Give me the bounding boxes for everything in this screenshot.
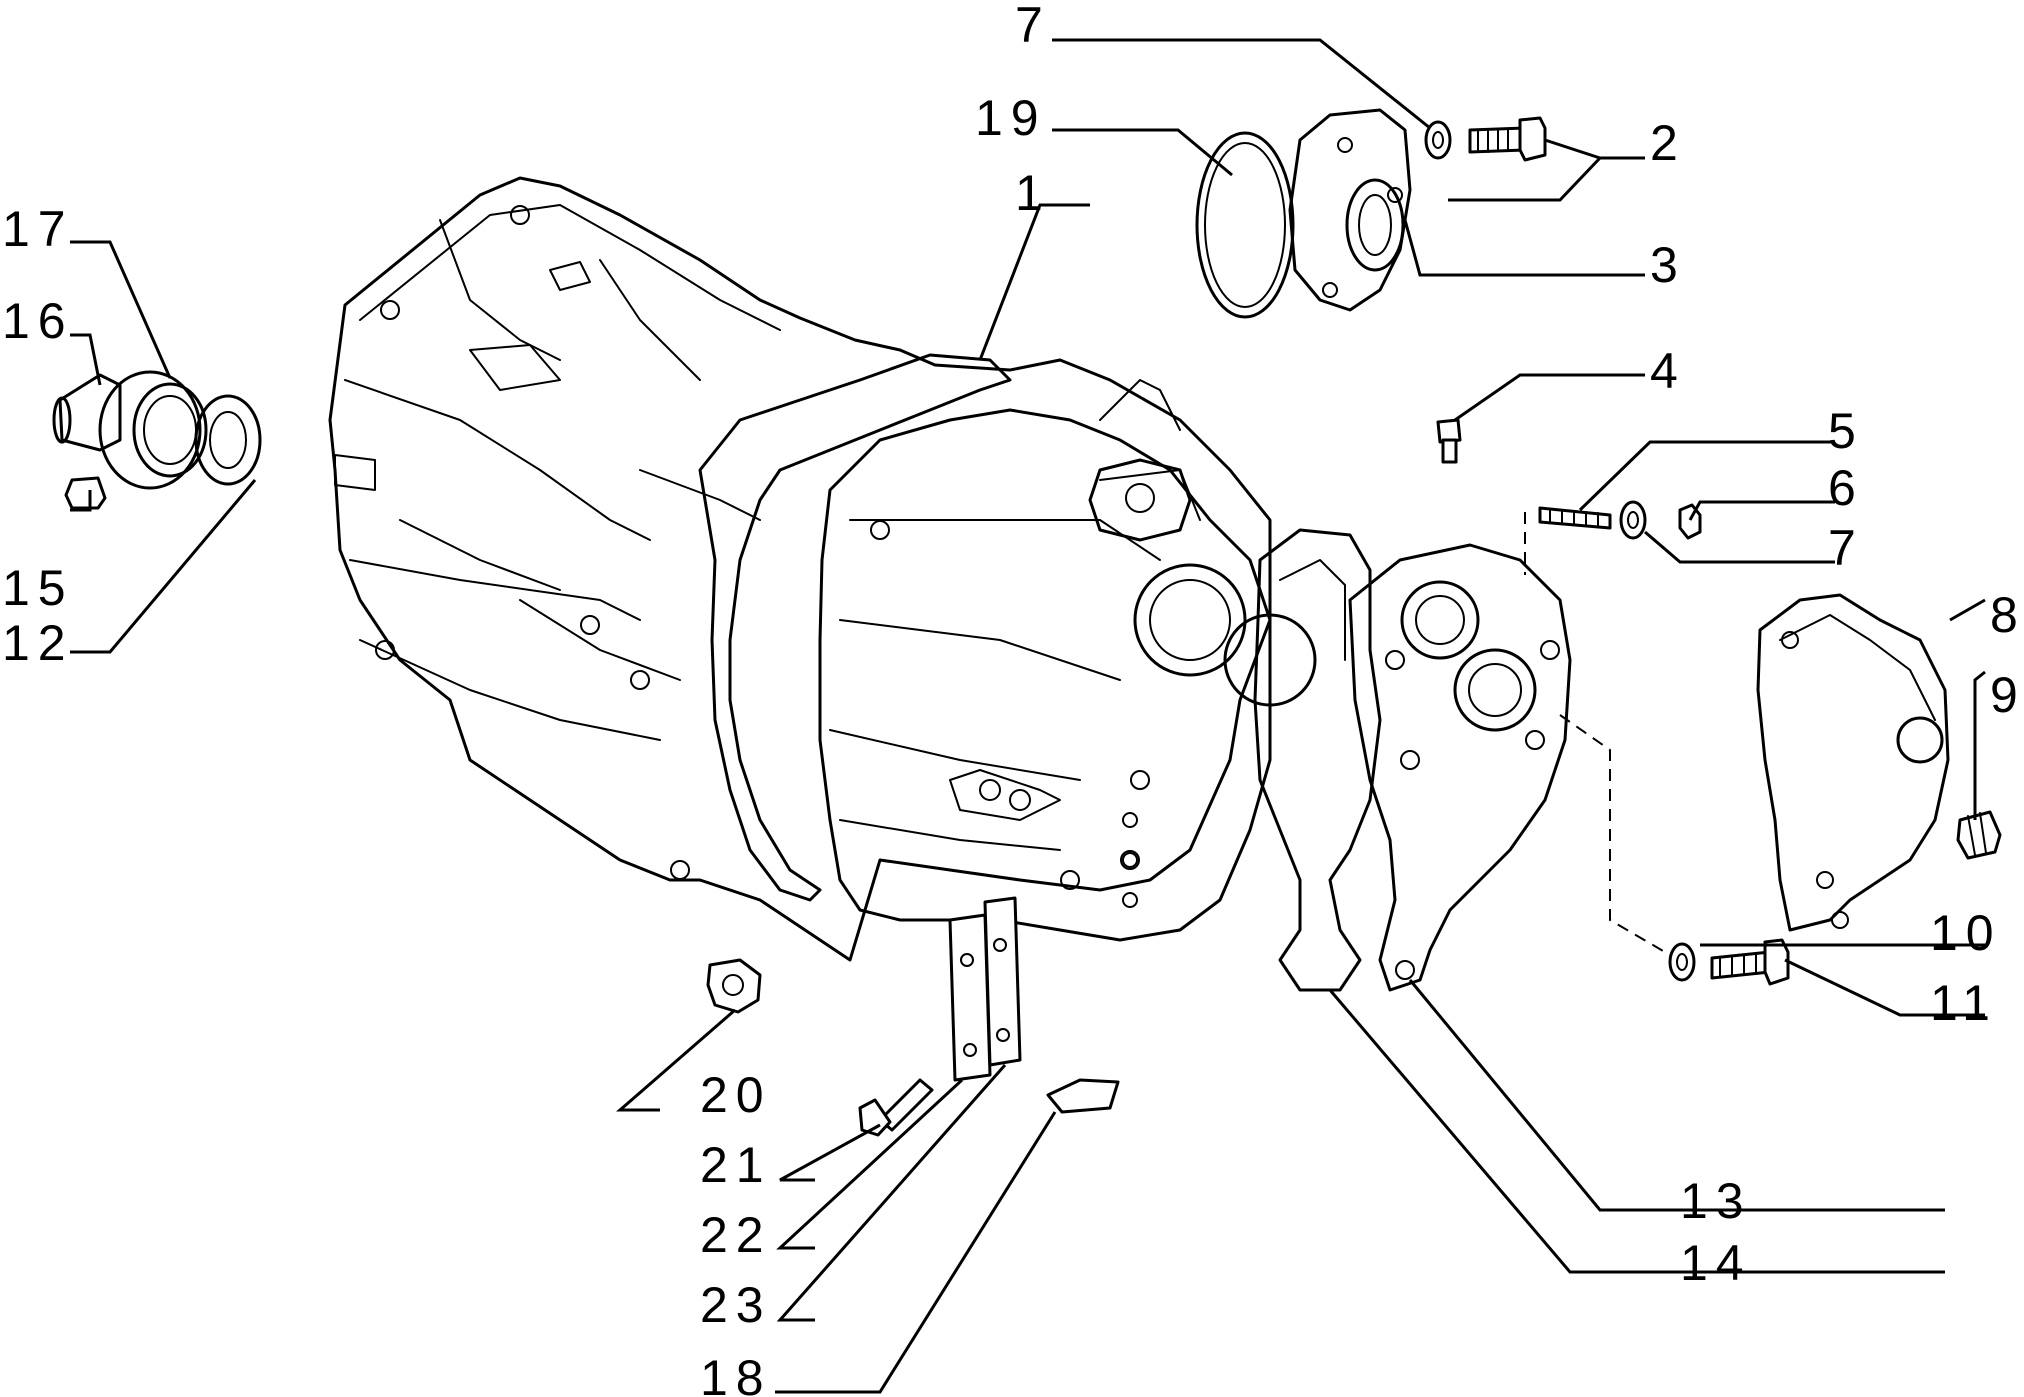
callout-17: 17 xyxy=(2,201,74,257)
callout-18: 18 xyxy=(700,1350,772,1397)
callout-1: 1 xyxy=(1015,165,1051,221)
plate-23 xyxy=(983,896,1022,1067)
callout-14: 14 xyxy=(1680,1235,1752,1291)
stud-5 xyxy=(1538,506,1612,530)
callout-10: 10 xyxy=(1930,905,2002,961)
bolt-21 xyxy=(858,1078,934,1137)
callout-5: 5 xyxy=(1828,403,1864,459)
gearbox-housing xyxy=(328,176,1317,962)
o-ring xyxy=(1195,131,1295,319)
callout-7-right: 7 xyxy=(1828,520,1864,576)
bolt-11 xyxy=(1710,938,1790,986)
plate-22 xyxy=(948,913,992,1082)
end-cover xyxy=(1756,593,1950,932)
clutch-release-guide xyxy=(52,370,262,510)
callout-15: 15 xyxy=(2,560,74,616)
drain-plug-20 xyxy=(706,958,762,1014)
callout-7-top: 7 xyxy=(1015,0,1051,53)
callout-16: 16 xyxy=(2,293,74,349)
bolt-4 xyxy=(1436,418,1462,464)
callout-21: 21 xyxy=(700,1137,772,1193)
leader-lines xyxy=(70,38,1986,1394)
callout-4: 4 xyxy=(1650,343,1686,399)
seal-flange-cover xyxy=(1288,108,1412,312)
intermediate-gasket xyxy=(1253,528,1382,992)
callout-19: 19 xyxy=(975,90,1047,146)
callout-2: 2 xyxy=(1650,115,1686,171)
rear-cover-plate xyxy=(1348,543,1572,992)
callout-11: 11 xyxy=(1930,975,1998,1031)
washer-top xyxy=(1424,120,1452,160)
callout-3: 3 xyxy=(1650,237,1686,293)
alignment-line-10 xyxy=(1559,714,1671,956)
pad-18 xyxy=(1046,1078,1120,1114)
callout-6: 6 xyxy=(1828,460,1864,516)
callout-12: 12 xyxy=(2,615,74,671)
callout-8: 8 xyxy=(1990,587,2024,643)
callout-9: 9 xyxy=(1990,667,2024,723)
plug-9 xyxy=(1956,810,2002,860)
washer-10 xyxy=(1668,942,1696,982)
callout-20: 20 xyxy=(700,1067,772,1123)
callout-22: 22 xyxy=(700,1207,772,1263)
washer-right xyxy=(1619,500,1647,540)
callout-23: 23 xyxy=(700,1277,772,1333)
callout-13: 13 xyxy=(1680,1173,1752,1229)
bolt-2 xyxy=(1468,116,1547,162)
